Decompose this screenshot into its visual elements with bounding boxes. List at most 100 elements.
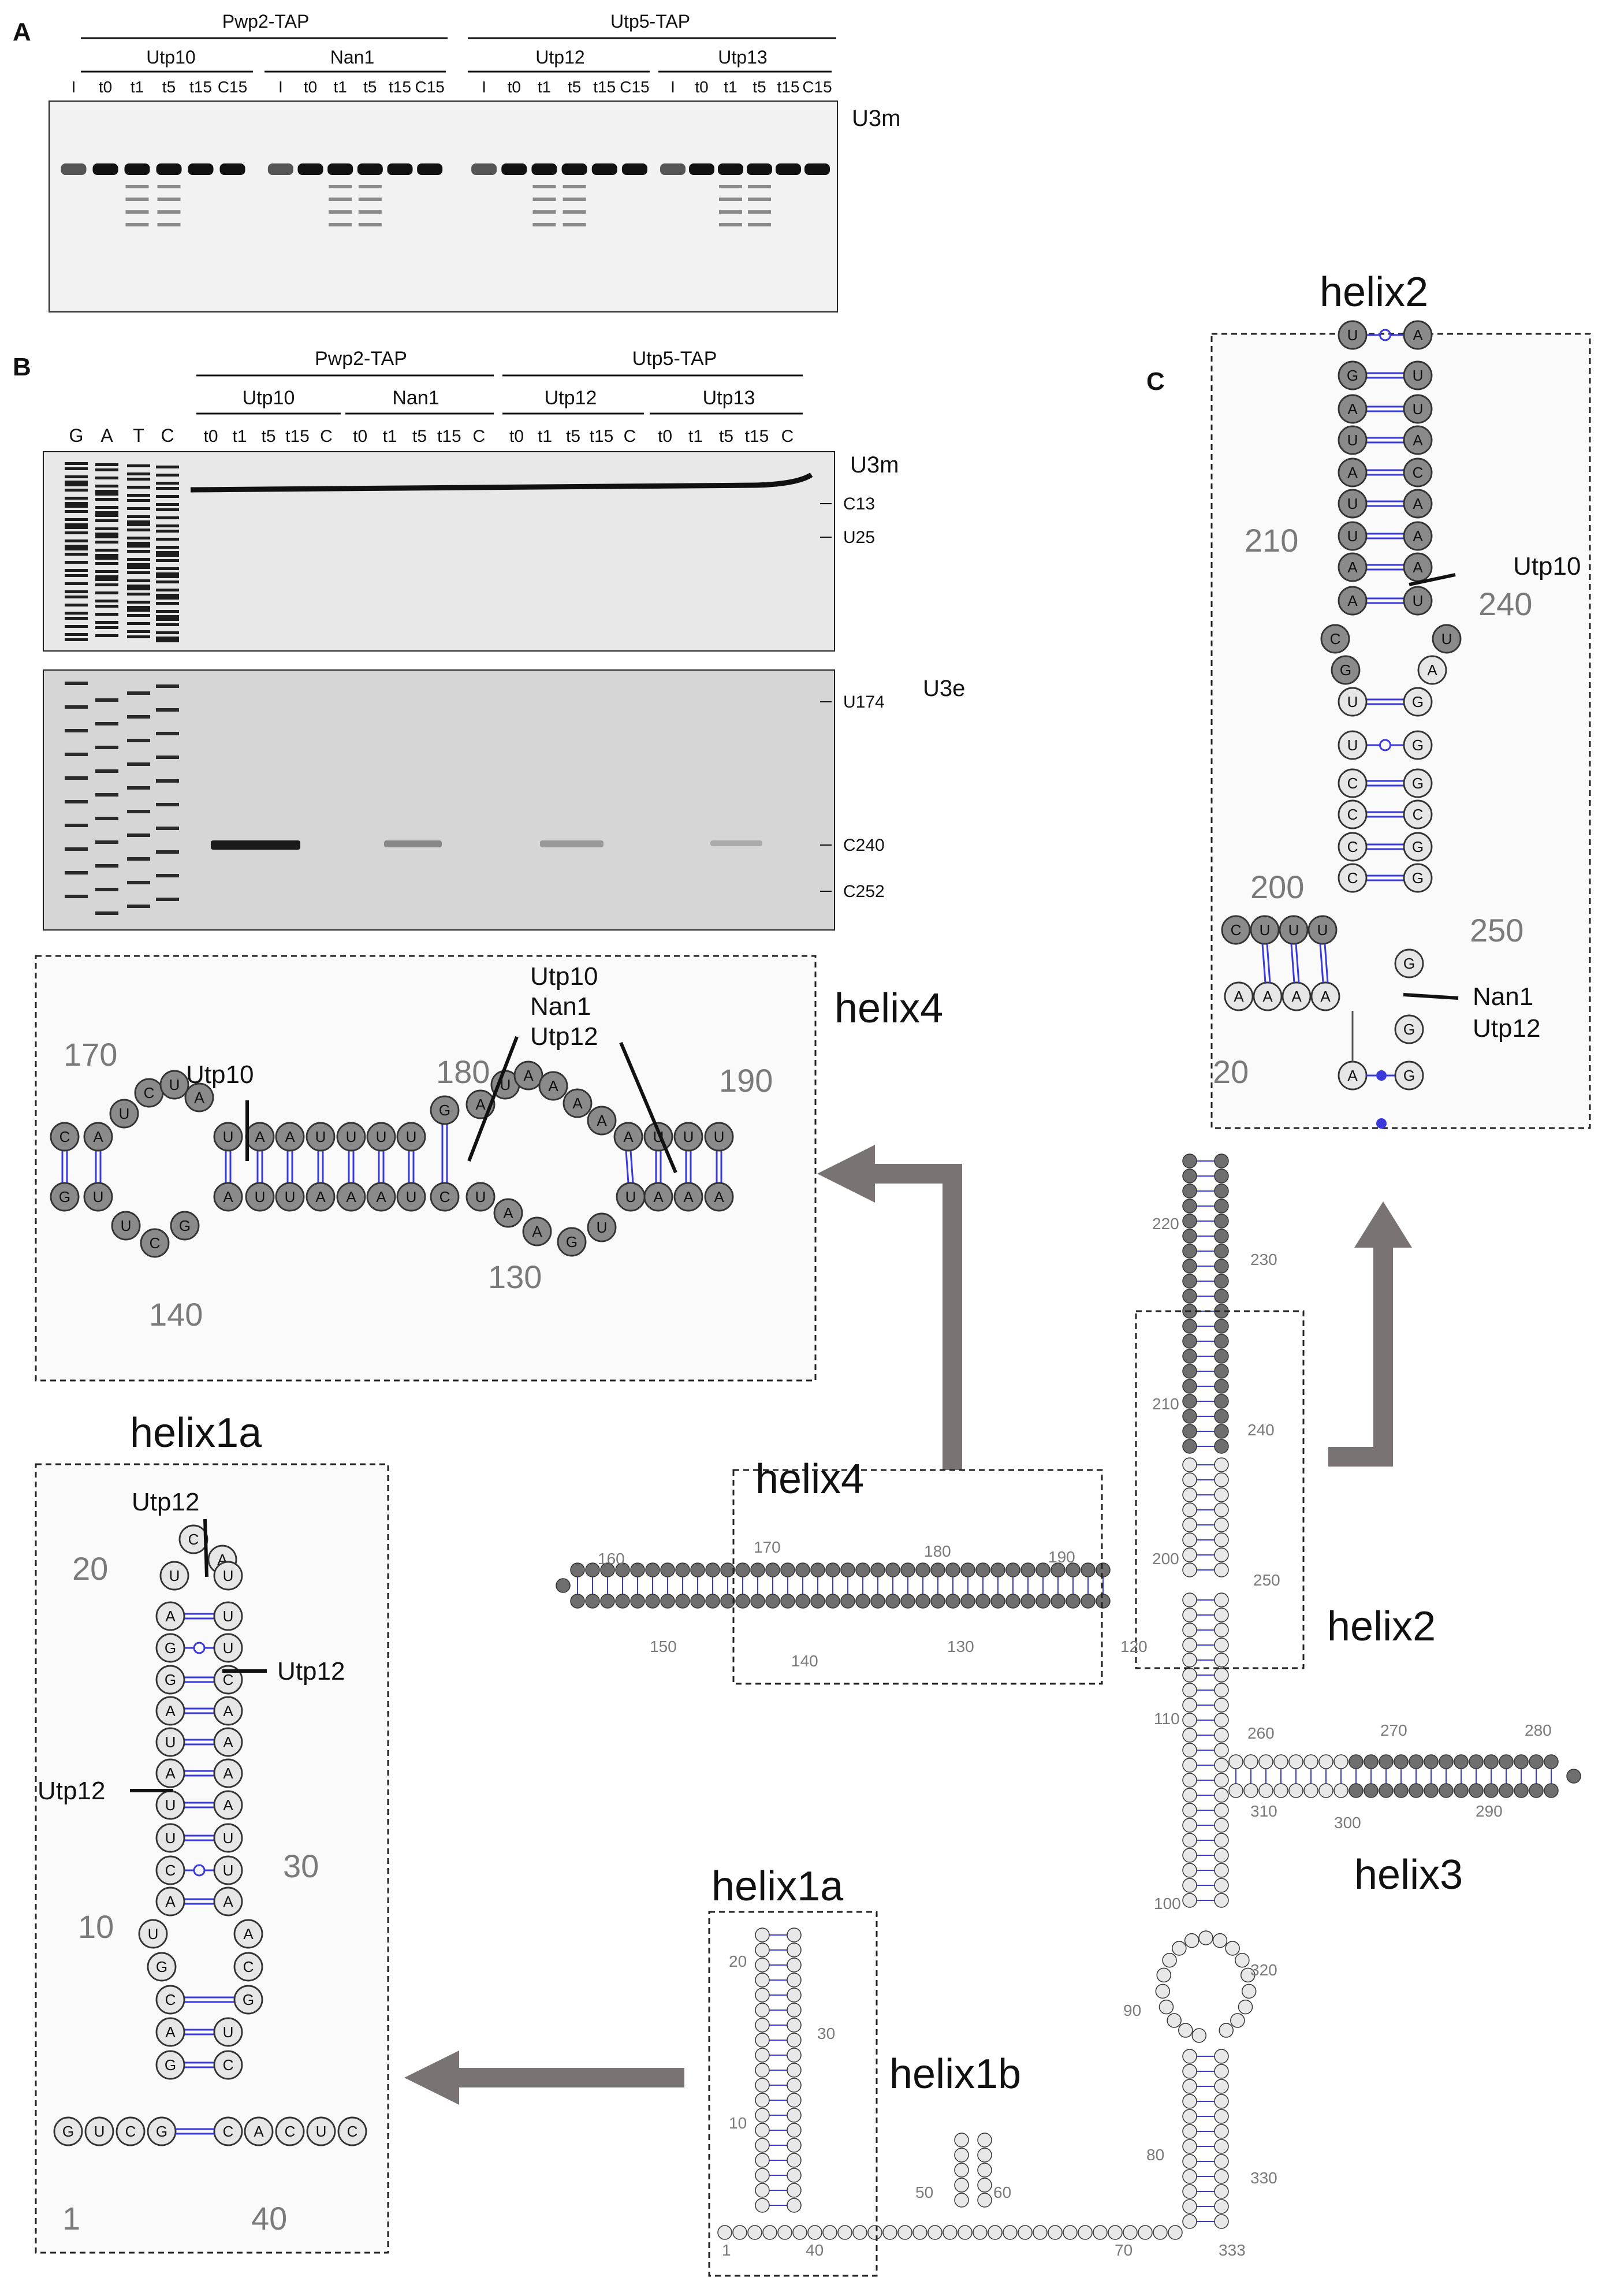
svg-text:U: U: [1347, 736, 1358, 754]
ov-num-20: 20: [729, 1952, 747, 1970]
svg-text:A: A: [623, 1128, 634, 1145]
ov-nt-314: [837, 2225, 852, 2240]
panel-a-band-0: [61, 163, 87, 175]
helix2-nt-junction-bottom-1: A: [1253, 981, 1283, 1011]
ov-nt-6: [615, 1562, 630, 1577]
svg-text:G: G: [439, 1102, 450, 1119]
ov-nt-81: [1182, 1214, 1197, 1229]
svg-text:A: A: [1347, 559, 1358, 576]
ov-nt-143: [1182, 1698, 1197, 1713]
panel-a-lane-19: t0: [695, 78, 708, 96]
svg-text:A: A: [683, 1188, 694, 1205]
svg-text:C: C: [59, 1128, 70, 1145]
svg-text:U: U: [165, 1796, 176, 1814]
ov-nt-42: [885, 1562, 900, 1577]
helix1a-ann-utp12-top: Utp12: [132, 1488, 199, 1516]
panel-b-c240-band-utp10: [211, 840, 300, 850]
helix2-nt-left-8: A: [1338, 586, 1368, 616]
ov-nt-135: [1182, 1638, 1197, 1653]
helix2-nt-right-0: A: [1403, 320, 1433, 350]
ov-nt-187: [1230, 2013, 1245, 2028]
ov-nt-192: [1214, 2064, 1229, 2079]
ov-nt-240: [1424, 1783, 1439, 1798]
ov-nt-3: [585, 1594, 600, 1609]
svg-text:A: A: [243, 1925, 254, 1943]
ov-nt-327: [1033, 2225, 1048, 2240]
ov-nt-175: [1155, 1984, 1171, 1999]
svg-text:C: C: [165, 1862, 176, 1879]
ov-nt-34: [825, 1562, 840, 1577]
ov-nt-193: [1182, 2079, 1197, 2094]
helix4-nt-bottom-19: A: [643, 1182, 673, 1212]
svg-text:A: A: [346, 1188, 356, 1205]
svg-text:A: A: [165, 2023, 176, 2041]
svg-text:U: U: [223, 1128, 234, 1145]
ov-nt-183: [1235, 1952, 1250, 1968]
svg-text:A: A: [1413, 431, 1423, 449]
helix2-nt-left-16: C: [1338, 863, 1368, 893]
panel-a-band-4: [188, 163, 214, 175]
svg-text:A: A: [165, 1702, 176, 1720]
svg-text:U: U: [346, 1128, 357, 1145]
ov-nt-248: [1484, 1783, 1499, 1798]
ov-nt-178: [1172, 1941, 1187, 1956]
ov-nt-100: [1214, 1349, 1229, 1364]
ov-nt-196: [1214, 2094, 1229, 2109]
overview-helix4-box: [732, 1469, 1103, 1685]
panel-a-protein-utp12: Utp12: [535, 47, 584, 68]
ov-nt-28: [780, 1562, 795, 1577]
svg-text:U: U: [1347, 326, 1358, 344]
svg-text:A: A: [165, 1765, 176, 1782]
ov-nt-335: [1153, 2225, 1168, 2240]
svg-text:G: G: [1412, 838, 1424, 855]
ov-nt-76: [1214, 1169, 1229, 1184]
ov-nt-60: [1020, 1562, 1035, 1577]
ov-nt-77: [1182, 1184, 1197, 1199]
panel-a-lane-0: I: [72, 78, 76, 96]
svg-text:U: U: [1413, 367, 1424, 384]
svg-text:U: U: [316, 2123, 327, 2140]
ov-nt-230: [1348, 1783, 1364, 1798]
overview-label-helix2: helix2: [1327, 1603, 1436, 1650]
svg-text:A: A: [548, 1077, 558, 1095]
helix2-nt-left-2: A: [1338, 394, 1368, 424]
helix1a-nt-left-7: U: [155, 1790, 185, 1820]
svg-text:C: C: [1413, 464, 1424, 481]
helix1a-nt-right-10: A: [213, 1886, 243, 1917]
ov-nt-191: [1182, 2064, 1197, 2079]
ov-nt-159: [1182, 1818, 1197, 1833]
ov-nt-18: [705, 1562, 720, 1577]
ov-nt-301: [977, 2163, 992, 2178]
ov-nt-317: [882, 2225, 897, 2240]
ov-nt-61: [1020, 1594, 1035, 1609]
svg-text:A: A: [475, 1096, 486, 1113]
helix2-nt-right-6: A: [1403, 521, 1433, 551]
helix1a-nt-right-4: A: [213, 1696, 243, 1726]
ov-nt-106: [1214, 1394, 1229, 1409]
helix1a-num-40: 40: [251, 2200, 287, 2237]
panel-a-band-16: [591, 163, 617, 175]
ov-nt-109: [1182, 1424, 1197, 1439]
ov-nt-185: [1241, 1984, 1257, 1999]
ov-nt-207: [1182, 2184, 1197, 2199]
helix1a-nt-right-0: U: [213, 1561, 243, 1591]
ov-nt-233: [1379, 1754, 1394, 1769]
helix4-nt-top-20: A: [613, 1122, 643, 1152]
ov-num-160: 160: [598, 1550, 625, 1568]
helix2-nt-right-bulge: G: [1394, 948, 1424, 978]
helix4-ann-utp10: Utp10: [186, 1060, 254, 1089]
ov-nt-146: [1214, 1713, 1229, 1728]
ov-nt-323: [973, 2225, 988, 2240]
ov-nt-177: [1162, 1952, 1177, 1968]
helix2-nt-left-13: C: [1338, 768, 1368, 798]
ov-nt-262: [755, 1958, 770, 1973]
svg-text:U: U: [1347, 527, 1358, 545]
ov-nt-92: [1214, 1289, 1229, 1304]
helix4-nt-bottom-21: A: [704, 1182, 734, 1212]
ov-nt-63: [1035, 1594, 1051, 1609]
panel-a-band-3: [156, 163, 182, 175]
svg-text:C: C: [1413, 806, 1424, 823]
helix4-nt-top-10: U: [336, 1122, 366, 1152]
